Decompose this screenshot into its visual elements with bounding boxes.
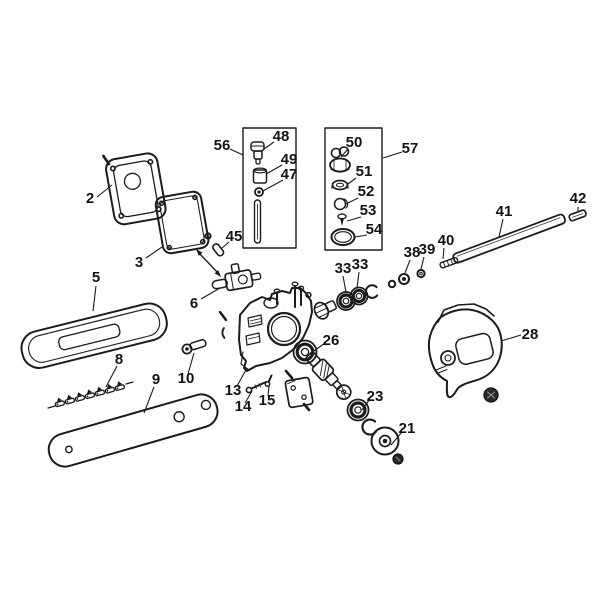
part-label-21: 21	[399, 420, 416, 437]
part-label-33a: 33	[335, 260, 352, 277]
plate-screws	[284, 369, 311, 412]
part-47-grommet	[254, 187, 264, 197]
part-50-oil-cap	[329, 146, 351, 173]
part-label-40: 40	[438, 232, 455, 249]
part-45-pin	[204, 232, 225, 257]
part-label-10: 10	[178, 370, 195, 387]
part-52-spacer	[333, 197, 349, 211]
part-label-42: 42	[570, 190, 587, 207]
small-washer	[387, 279, 397, 289]
part-label-50: 50	[346, 134, 363, 151]
part-label-33b: 33	[352, 256, 369, 273]
part-label-49: 49	[281, 151, 298, 168]
part-8-saw-chain	[47, 379, 134, 409]
part-label-56: 56	[214, 137, 231, 154]
part-3-gasket	[154, 190, 210, 255]
housing-side-screws	[218, 310, 228, 339]
part-label-57: 57	[402, 140, 419, 157]
part-6-oil-pump	[211, 263, 262, 292]
housing-bolts	[273, 281, 312, 308]
part-label-6: 6	[190, 295, 198, 312]
part-9-guide-bar	[47, 393, 219, 468]
assembly-box-56	[242, 127, 297, 249]
part-14-screw	[245, 381, 267, 394]
part-10-bar-bolt	[181, 339, 207, 355]
leader-lines	[92, 141, 579, 446]
part-15-screw	[264, 374, 273, 387]
part-53-screw	[337, 213, 347, 226]
oil-hose	[253, 199, 262, 244]
part-label-26: 26	[323, 332, 340, 349]
part-label-28: 28	[522, 326, 539, 343]
part-42-coupler	[568, 209, 587, 222]
assembly-arrow-icon	[196, 249, 221, 277]
part-label-45: 45	[226, 228, 243, 245]
part-38-nut	[398, 273, 410, 285]
part-label-48: 48	[273, 128, 290, 145]
part-label-14: 14	[235, 398, 252, 415]
part-label-2: 2	[86, 190, 94, 207]
part-39-washer	[416, 268, 426, 279]
part-label-9: 9	[152, 371, 160, 388]
part-label-13: 13	[225, 382, 242, 399]
part-41-drive-shaft	[452, 213, 566, 264]
part-54-o-ring	[330, 228, 356, 246]
part-48-pickup-filter	[250, 141, 265, 165]
part-21-sprocket-drum	[370, 426, 404, 465]
part-49-bushing	[252, 167, 268, 184]
part-labels: 2 3 5 6 8 9 10 13 14 15 21 23 26 28 33 3…	[86, 128, 587, 437]
part-label-8: 8	[115, 351, 123, 368]
part-label-41: 41	[496, 203, 513, 220]
part-label-51: 51	[356, 163, 373, 180]
part-label-23: 23	[367, 388, 384, 405]
part-label-53: 53	[360, 202, 377, 219]
part-label-15: 15	[259, 392, 276, 409]
part-23-bearing	[346, 398, 370, 422]
part-40-shaft-end	[439, 256, 459, 269]
part-label-54: 54	[366, 221, 383, 238]
mount-plate	[284, 376, 314, 409]
part-label-52: 52	[358, 183, 375, 200]
part-5-blade-guard	[20, 302, 168, 369]
part-label-39: 39	[419, 241, 436, 258]
part-2-cover	[105, 152, 167, 226]
part-label-38: 38	[404, 244, 421, 261]
part-13-gear-housing	[238, 287, 313, 372]
pinion-gear	[313, 300, 337, 320]
assembly-box-57	[324, 127, 383, 251]
part-label-3: 3	[135, 254, 143, 271]
part-28-side-cover	[427, 303, 503, 403]
worm-shaft	[305, 351, 352, 400]
part-33-bearings	[336, 286, 369, 311]
part-51-cap-insert	[331, 179, 349, 191]
part-label-47: 47	[281, 166, 298, 183]
screw-icon	[102, 154, 111, 166]
part-label-5: 5	[92, 269, 100, 286]
snap-ring-icon	[364, 284, 379, 299]
